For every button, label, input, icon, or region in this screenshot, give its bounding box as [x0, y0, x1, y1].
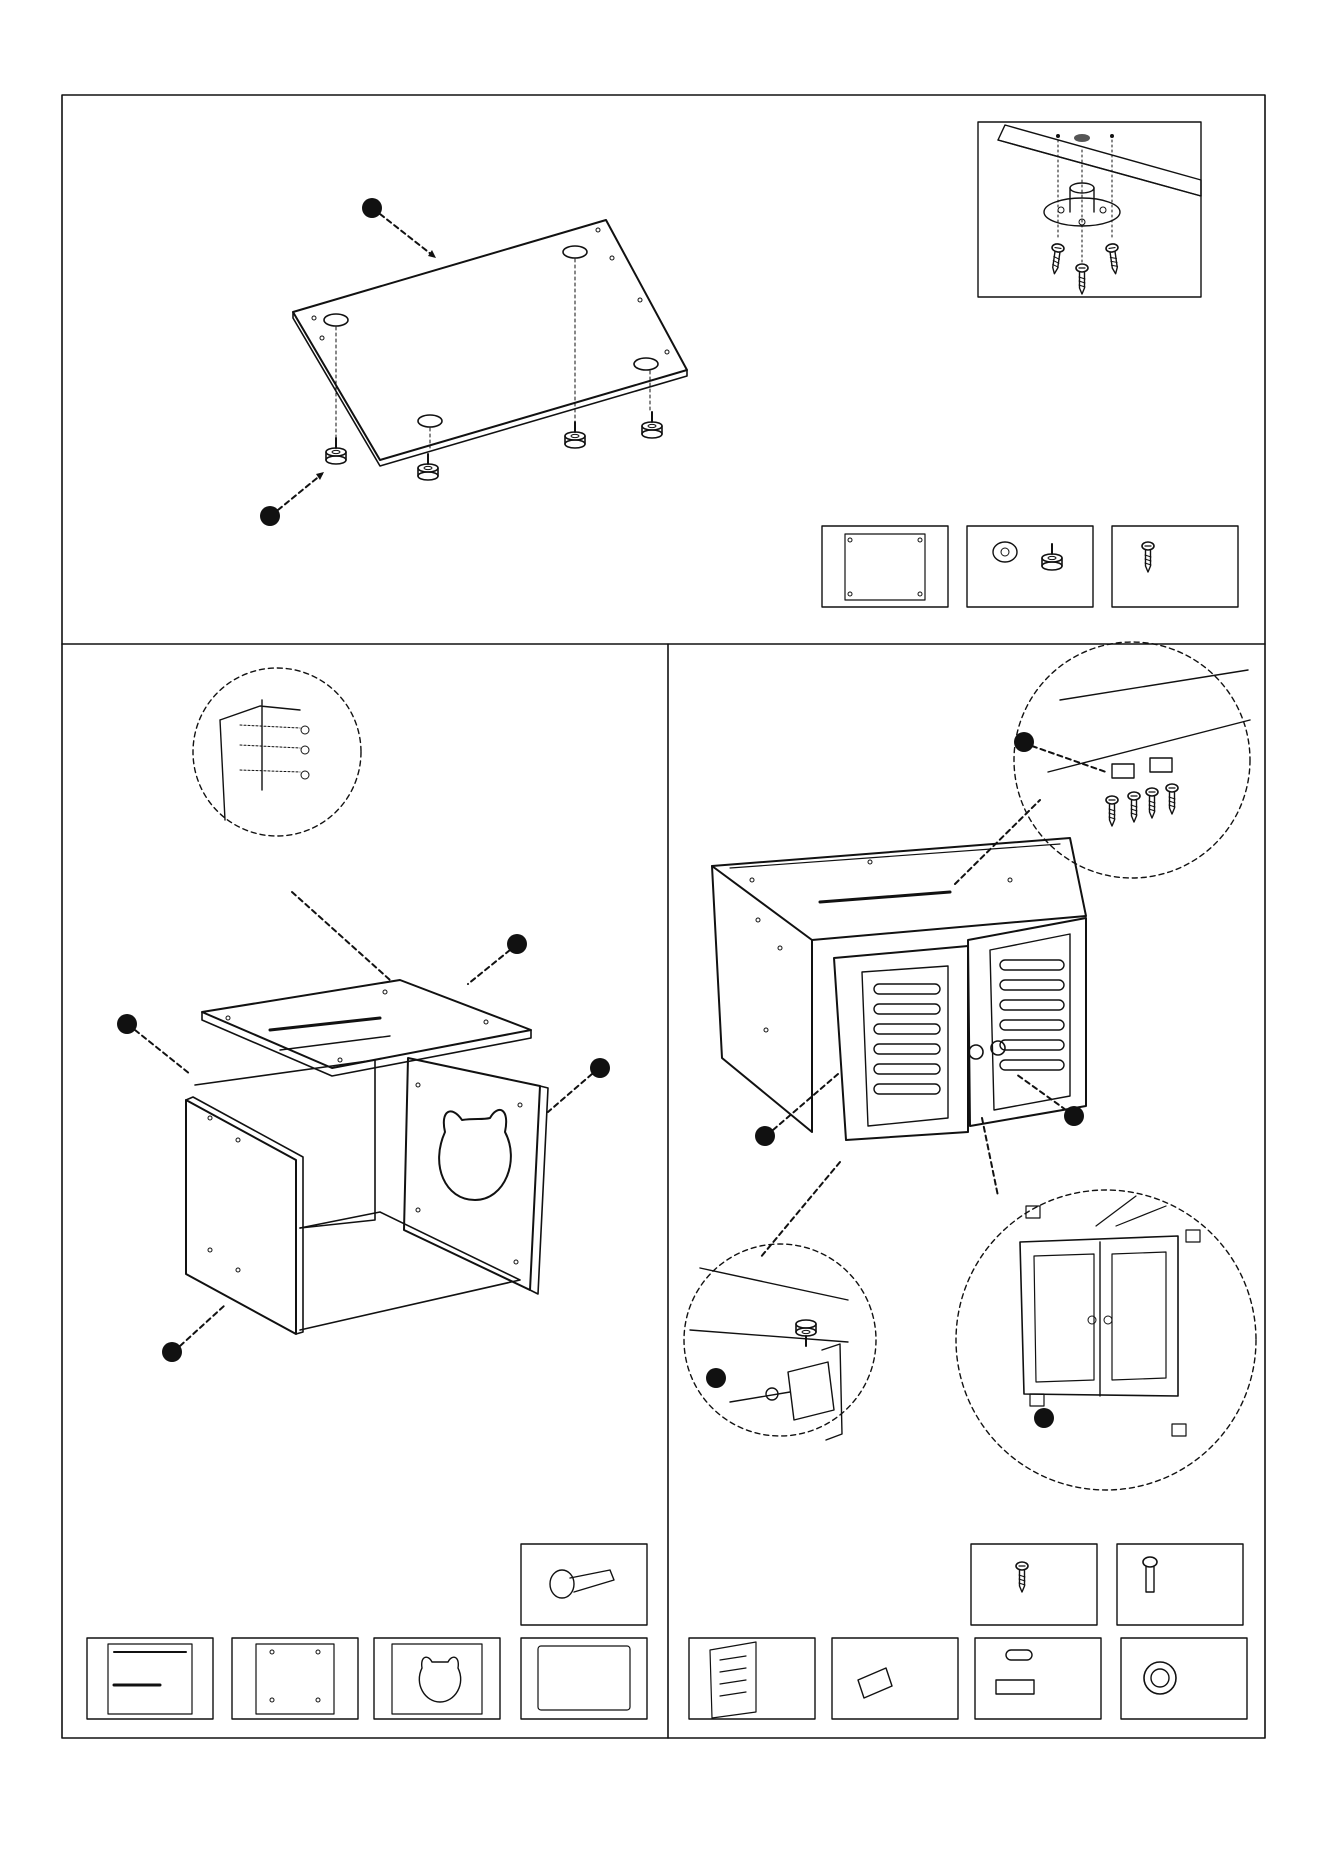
callout-marker [362, 198, 382, 218]
part-tile-magnetic-catch [975, 1638, 1101, 1719]
part-tile-side-board [232, 1638, 358, 1719]
callout-marker [1034, 1408, 1054, 1428]
callout-marker [755, 1126, 775, 1146]
box-carcass-illustration [186, 1058, 548, 1334]
bracket-detail [684, 1244, 876, 1440]
callout-marker [117, 1014, 137, 1034]
hinge-detail [1014, 642, 1250, 878]
part-tile-hinge [832, 1638, 958, 1719]
step-panel-bottom-left [87, 668, 647, 1719]
leveler-parts [326, 412, 662, 480]
cabinet-illustration [712, 838, 1086, 1140]
part-tile-screw [971, 1544, 1097, 1625]
step-panel-bottom-right [684, 642, 1256, 1719]
part-tile-top-board [87, 1638, 213, 1719]
leveler-guide-lines [336, 259, 650, 448]
part-tile-cat-door-board [374, 1638, 500, 1719]
leveler-mount-detail [978, 122, 1201, 297]
callout-marker [162, 1342, 182, 1362]
callout-marker [706, 1368, 726, 1388]
door-knob-icon [969, 1045, 983, 1059]
part-tile-base-board [822, 526, 948, 607]
callout-marker [590, 1058, 610, 1078]
base-board-illustration [293, 220, 687, 466]
part-tile-door-knob [1121, 1638, 1247, 1719]
door-hinge-detail [956, 1190, 1256, 1490]
part-tile-screw [1112, 526, 1238, 607]
callout-marker [260, 506, 280, 526]
cam-lock-detail [193, 668, 361, 836]
part-tile-leveler [967, 526, 1093, 607]
part-tile-louvered-door [689, 1638, 815, 1719]
part-tile-cam-lock [521, 1544, 647, 1625]
step-panel-top [260, 122, 1238, 607]
part-tile-blank-panel [521, 1638, 647, 1719]
callout-arrow [278, 474, 322, 510]
callout-arrow [380, 214, 436, 258]
part-tile-small-screw [1117, 1544, 1243, 1625]
callout-marker [1014, 732, 1034, 752]
callout-marker [1064, 1106, 1084, 1126]
